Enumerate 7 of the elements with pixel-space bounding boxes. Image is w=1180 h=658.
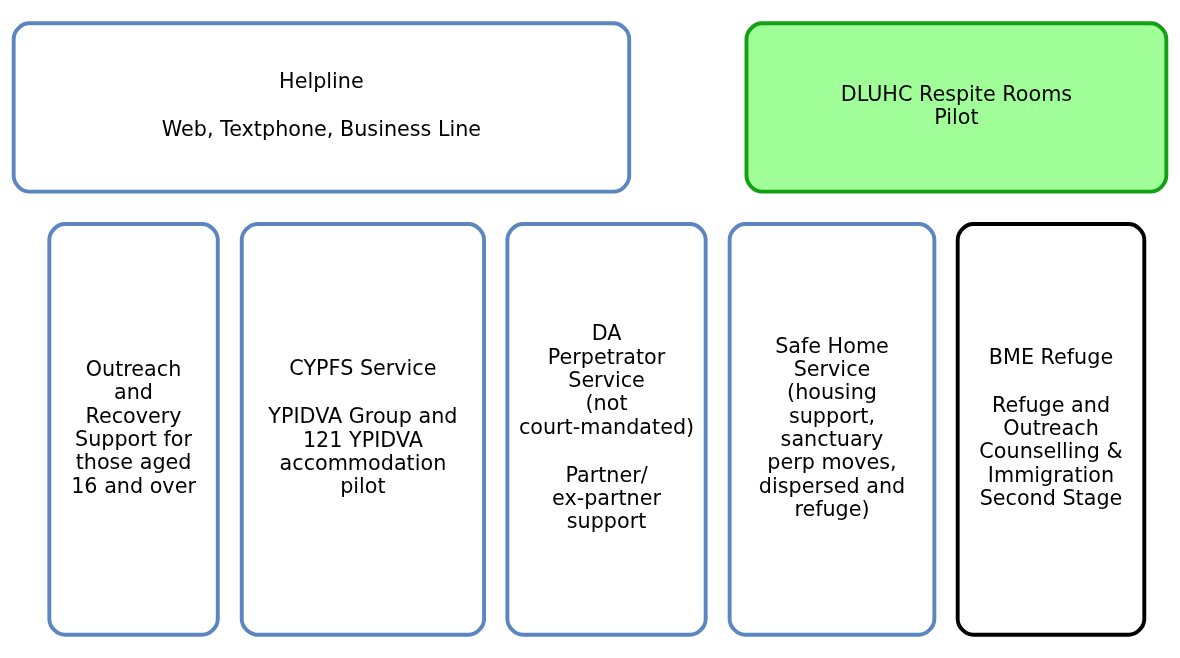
- node-box: CYPFS Service YPIDVA Group and 121 YPIDVA accommodation pilot: [239, 222, 486, 637]
- node-box: DA Perpetrator Service (not court-mandated) Partner/ ex-partner support: [505, 222, 708, 637]
- node-box: Helpline Web, Textphone, Business Line: [11, 21, 632, 194]
- node-box: DLUHC Respite Rooms Pilot: [744, 21, 1169, 194]
- node-box: Safe Home Service (housing support, sanctuary perp moves, dispersed and refuge): [727, 222, 937, 637]
- node-box: Outreach and Recovery Support for those aged 16 and over: [47, 222, 220, 637]
- node-box: BME Refuge Refuge and Outreach Counselling & Immigration Second Stage: [955, 222, 1147, 637]
